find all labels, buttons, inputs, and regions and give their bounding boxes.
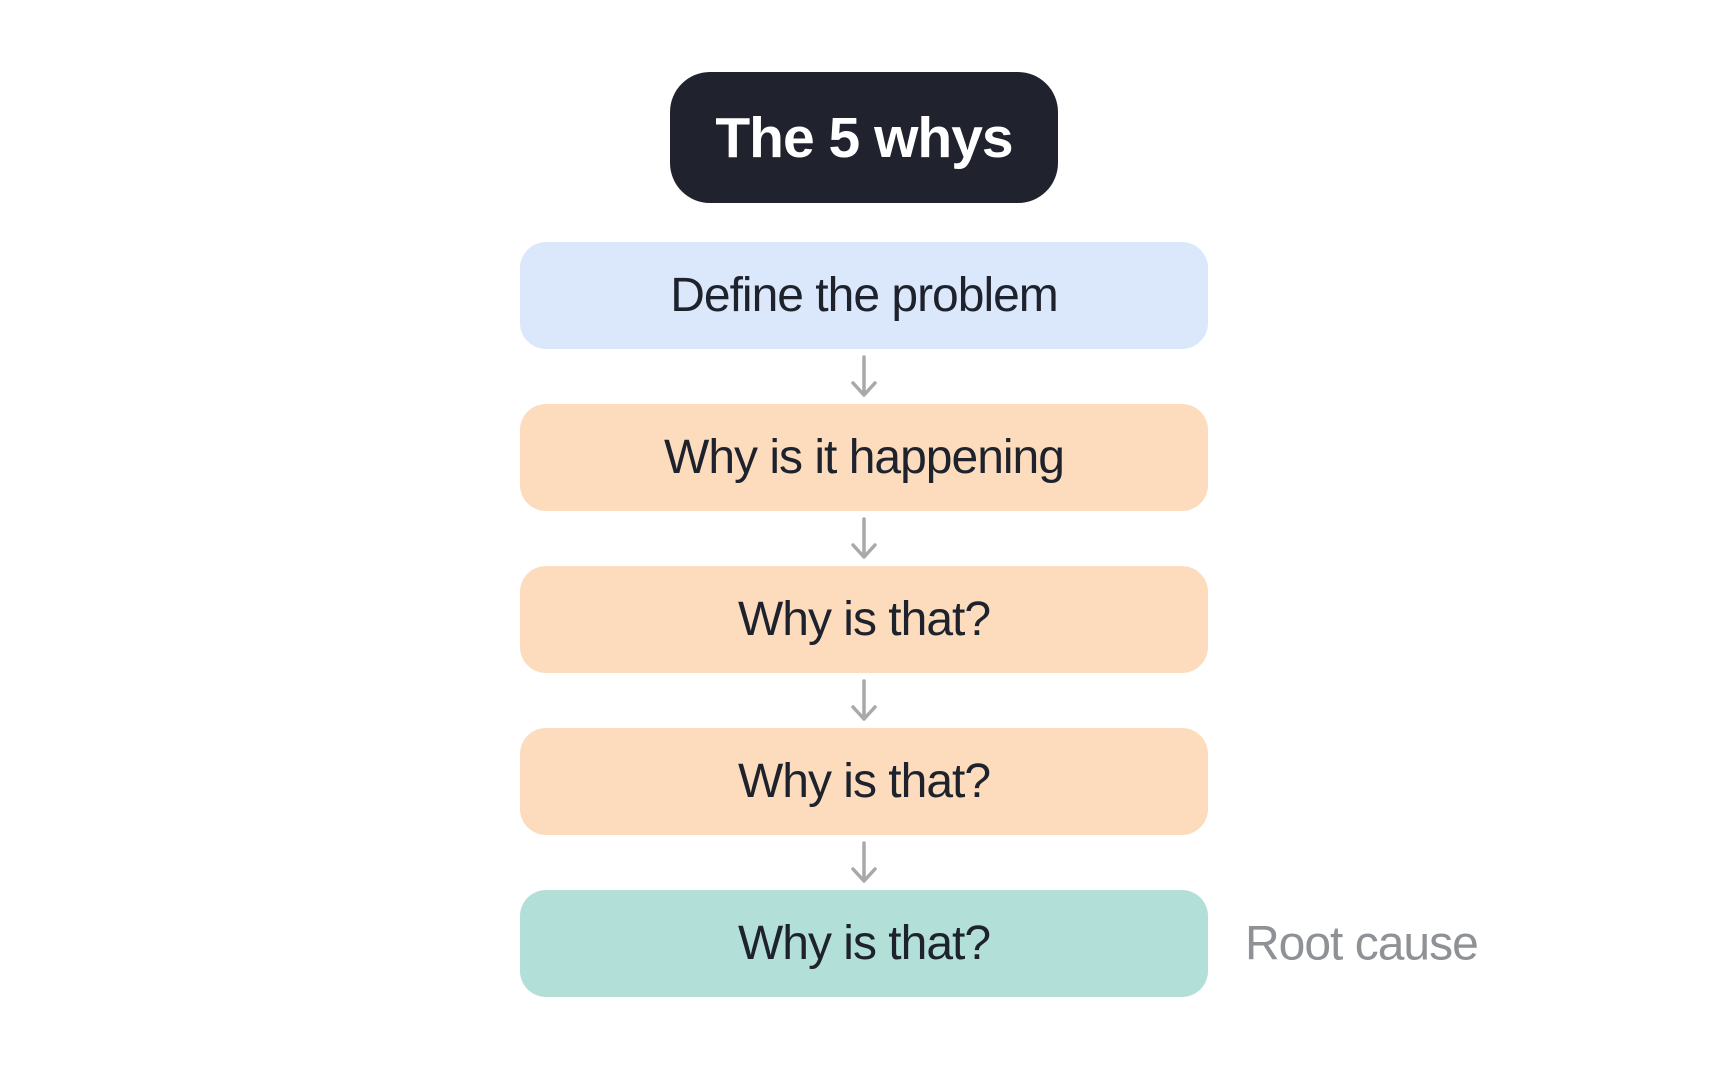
down-arrow-icon	[851, 678, 877, 721]
step-label: Why is that?	[737, 593, 991, 646]
flow-stack: Define the problem Why is it happening W…	[0, 242, 1728, 997]
down-arrow-icon	[851, 354, 877, 397]
step-label: Why is that?	[737, 917, 991, 970]
step-label: Define the problem	[670, 269, 1059, 322]
step-why-3: Why is that?	[520, 728, 1208, 835]
step-define-problem: Define the problem	[520, 242, 1208, 349]
root-cause-annotation: Root cause	[1245, 917, 1479, 970]
connector-gap	[520, 673, 1208, 728]
connector-gap	[520, 511, 1208, 566]
step-label: Why is it happening	[664, 431, 1065, 484]
connector-gap	[520, 349, 1208, 404]
diagram-title: The 5 whys	[715, 105, 1013, 170]
diagram-title-box: The 5 whys	[670, 72, 1058, 203]
step-why-2: Why is that?	[520, 566, 1208, 673]
step-why-1: Why is it happening	[520, 404, 1208, 511]
connector-gap	[520, 835, 1208, 890]
step-root-cause: Why is that? Root cause	[520, 890, 1479, 997]
down-arrow-icon	[851, 516, 877, 559]
step-label: Why is that?	[737, 755, 991, 808]
down-arrow-icon	[851, 840, 877, 883]
